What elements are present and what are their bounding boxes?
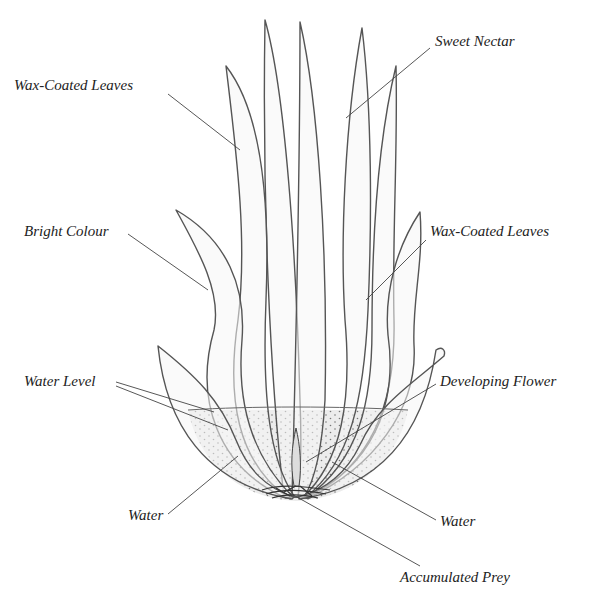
part-label: Water bbox=[440, 512, 475, 530]
part-label: Bright Colour bbox=[24, 222, 109, 240]
part-label: Wax-Coated Leaves bbox=[430, 222, 549, 240]
leaf bbox=[298, 348, 445, 499]
leaf bbox=[158, 346, 294, 499]
leaves bbox=[158, 20, 445, 499]
water-level-line bbox=[188, 407, 408, 410]
leader-lines bbox=[116, 48, 436, 566]
part-label: Water Level bbox=[24, 372, 96, 390]
leaf bbox=[292, 22, 326, 497]
part-label: Accumulated Prey bbox=[400, 568, 510, 586]
part-label: Sweet Nectar bbox=[435, 32, 515, 50]
part-label: Developing Flower bbox=[440, 372, 556, 390]
part-label: Wax-Coated Leaves bbox=[14, 76, 133, 94]
developing-flower bbox=[292, 428, 301, 486]
part-label: Water bbox=[128, 506, 163, 524]
